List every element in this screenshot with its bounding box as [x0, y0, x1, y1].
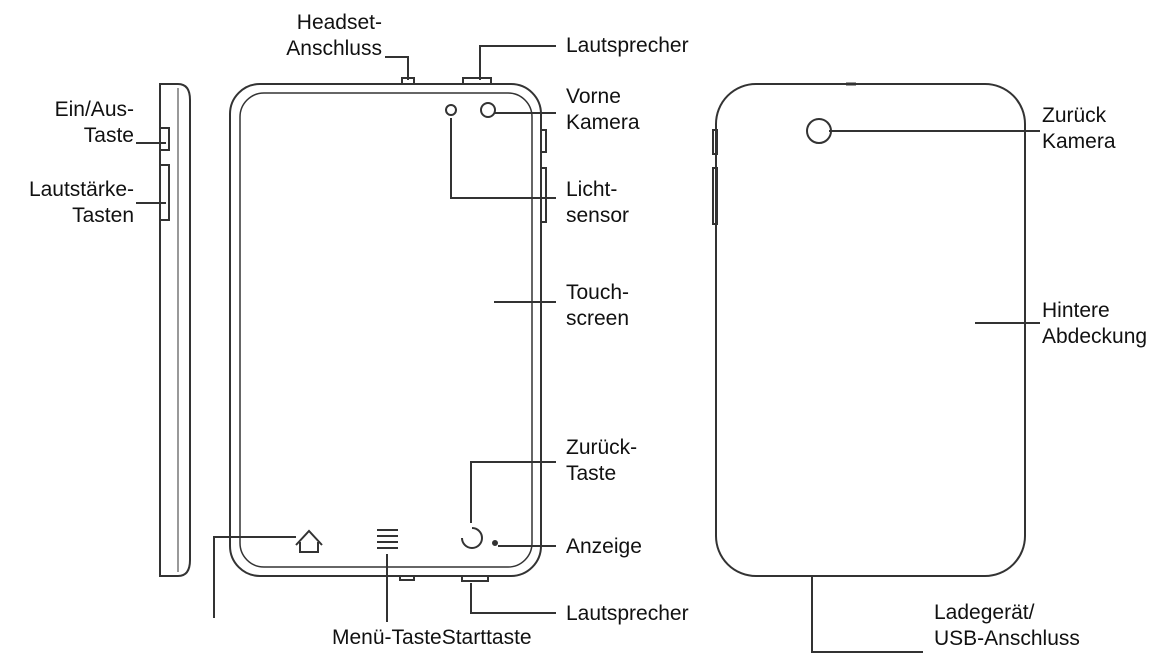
label-touchscreen: Touch- screen [566, 281, 630, 330]
back-view [712, 82, 1026, 577]
back-cover-body [715, 83, 1026, 577]
label-menu-home: Menü-TasteStarttaste [332, 626, 532, 649]
light-sensor-dot [445, 104, 457, 116]
back-button-icon [461, 527, 483, 549]
back-side-button-2 [712, 167, 718, 225]
leader-lines [136, 45, 1040, 653]
label-front-camera: Vorne Kamera [566, 85, 640, 134]
usb-port-front [399, 575, 415, 581]
front-side-button-1 [540, 129, 547, 153]
side-view-body [159, 83, 191, 577]
side-view [159, 83, 191, 577]
label-speaker-top: Lautsprecher [566, 34, 689, 57]
home-button-icon [295, 529, 323, 553]
label-speaker-bottom: Lautsprecher [566, 602, 689, 625]
front-view [229, 77, 547, 582]
label-light-sensor: Licht- sensor [566, 178, 630, 227]
label-back-key: Zurück- Taste [566, 436, 638, 485]
label-volume-keys: Lautstärke- Tasten [28, 178, 134, 227]
label-power-key: Ein/Aus- Taste [54, 98, 134, 147]
front-outer-frame [229, 83, 542, 577]
label-indicator: Anzeige [566, 535, 642, 558]
back-camera-lens [806, 118, 832, 144]
back-side-button-1 [712, 129, 718, 155]
front-camera-lens [480, 102, 496, 118]
label-back-camera: Zurück Kamera [1042, 104, 1116, 153]
speaker-top-grille [462, 77, 492, 85]
indicator-dot [492, 540, 498, 546]
front-side-button-2 [540, 167, 547, 223]
volume-buttons-side [159, 164, 170, 221]
label-headset: Headset- Anschluss [286, 11, 382, 60]
label-charger: Ladegerät/ USB-Anschluss [934, 601, 1080, 650]
power-button-side [159, 127, 170, 151]
front-screen [239, 92, 533, 568]
label-back-cover: Hintere Abdeckung [1042, 299, 1148, 348]
speaker-bottom-grille [461, 575, 489, 582]
